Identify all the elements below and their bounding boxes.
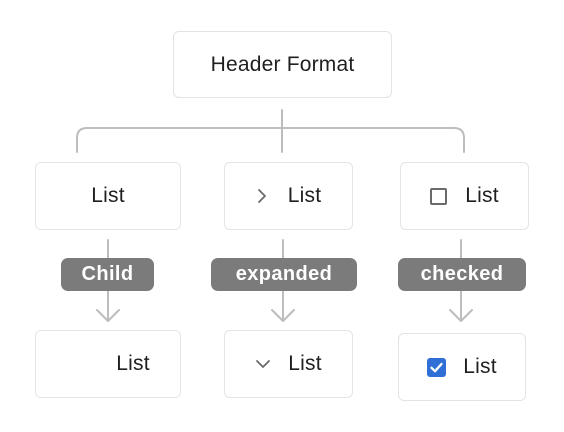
arrow-2-head <box>271 309 295 322</box>
arrow-3-head <box>449 309 473 322</box>
list-node-top-3: List <box>400 162 529 230</box>
list-node-top-1: List <box>35 162 181 230</box>
list-node-top-2: List <box>224 162 353 230</box>
list-label: List <box>463 355 497 378</box>
checkbox-empty-icon <box>430 187 448 205</box>
chevron-down-icon <box>255 358 271 370</box>
list-label: List <box>288 352 322 375</box>
list-label: List <box>91 184 125 207</box>
transition-label-checked: checked <box>398 258 526 291</box>
list-label: List <box>116 352 150 375</box>
checkbox-checked-icon <box>427 357 447 377</box>
transition-label-child: Child <box>61 258 154 291</box>
list-label: List <box>287 184 322 207</box>
list-node-bottom-1: List <box>35 330 181 398</box>
list-label: List <box>465 184 499 207</box>
transition-label-expanded: expanded <box>211 258 357 291</box>
chevron-right-icon <box>256 188 268 204</box>
arrow-1-head <box>96 309 120 322</box>
list-node-bottom-3: List <box>398 333 526 401</box>
header-label: Header Format <box>210 52 355 76</box>
list-node-bottom-2: List <box>224 330 353 398</box>
branch-bar-line <box>76 127 465 153</box>
header-node: Header Format <box>173 31 392 98</box>
